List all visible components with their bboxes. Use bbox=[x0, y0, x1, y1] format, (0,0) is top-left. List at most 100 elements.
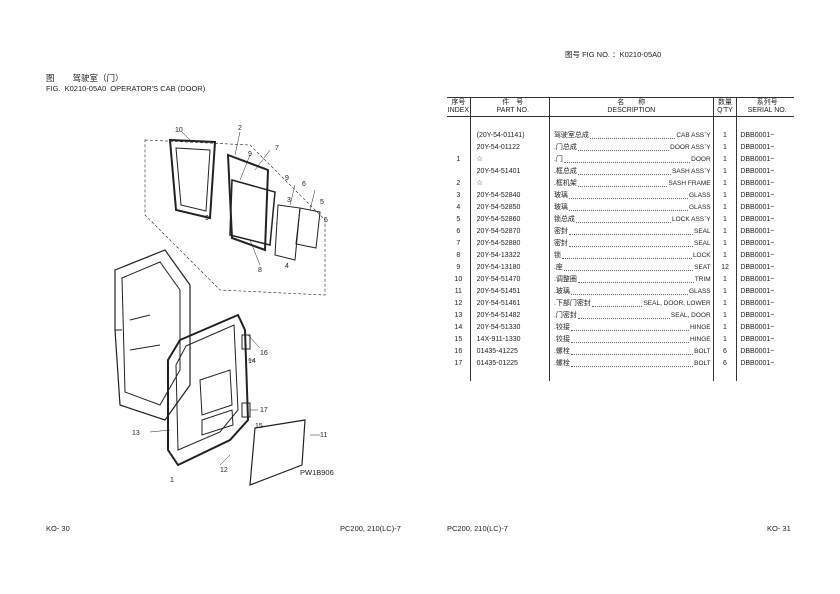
cell-qty: 6 bbox=[712, 357, 737, 369]
cell-qty: 1 bbox=[712, 321, 737, 333]
leader-dots bbox=[577, 276, 694, 283]
callout-5a: 5 bbox=[320, 199, 324, 206]
description-zh: 密封 bbox=[553, 240, 568, 247]
leader-dots bbox=[568, 192, 688, 199]
callout-4: 4 bbox=[285, 263, 289, 270]
cell-serial: DBB0001~ bbox=[736, 285, 794, 297]
leader-dots bbox=[568, 204, 688, 211]
cell-qty: 1 bbox=[712, 129, 737, 141]
callout-9c: 9 bbox=[205, 215, 209, 222]
callout-15: 15 bbox=[255, 423, 263, 430]
footer-right-model: PC200, 210(LC)-7 bbox=[447, 524, 508, 533]
cell-part-no: 20Y-54-52880 bbox=[469, 237, 550, 249]
callout-1: 1 bbox=[170, 477, 174, 484]
cell-index: 5 bbox=[456, 215, 461, 223]
leader-dots bbox=[570, 348, 694, 355]
cell-serial: DBB0001~ bbox=[736, 297, 794, 309]
cell-serial: DBB0001~ bbox=[736, 261, 794, 273]
cell-index bbox=[447, 141, 470, 153]
description-en: DOOR ASS`Y bbox=[670, 143, 711, 151]
description-en: SEAL bbox=[694, 227, 711, 235]
callout-3: 3 bbox=[287, 197, 291, 204]
figure-title-en: OPERATOR'S CAB (DOOR) bbox=[110, 84, 206, 93]
description-en: SASH FRAME bbox=[668, 179, 711, 187]
callout-6: 6 bbox=[302, 181, 306, 188]
cell-qty: 1 bbox=[712, 201, 737, 213]
cell-index: 13 bbox=[454, 311, 463, 319]
cell-index bbox=[447, 165, 470, 177]
seal-part bbox=[229, 179, 276, 246]
leader-dots bbox=[577, 144, 670, 151]
cell-serial: DBB0001~ bbox=[736, 225, 794, 237]
callout-16: 16 bbox=[260, 350, 268, 357]
leader-dots bbox=[568, 240, 694, 247]
cell-serial: DBB0001~ bbox=[736, 189, 794, 201]
description-en: SEAL, DOOR bbox=[670, 311, 711, 319]
description-zh: 密封 bbox=[553, 228, 568, 235]
cell-qty: 1 bbox=[712, 141, 737, 153]
description-en: GLASS bbox=[688, 287, 711, 295]
cell-serial: DBB0001~ bbox=[736, 237, 794, 249]
cell-qty: 1 bbox=[712, 249, 737, 261]
figure-label-zh: 图 bbox=[46, 73, 55, 83]
cell-qty: 1 bbox=[712, 225, 737, 237]
cell-part-no: 20Y-54-51451 bbox=[469, 285, 550, 297]
cell-part-no: 20Y-54-51330 bbox=[469, 321, 550, 333]
cell-description: .门总成 DOOR ASS`Y bbox=[548, 141, 714, 153]
cell-part-no: 14X-911-1330 bbox=[469, 333, 550, 345]
cell-part-no: 20Y-54-13180 bbox=[469, 261, 550, 273]
cell-index: 12 bbox=[454, 299, 463, 307]
cell-serial: DBB0001~ bbox=[736, 201, 794, 213]
cell-part-no: ☆ bbox=[469, 177, 550, 189]
callout-13: 13 bbox=[132, 430, 140, 437]
leader-dots bbox=[577, 312, 670, 319]
callout-17: 17 bbox=[260, 407, 268, 414]
description-zh: .螺栓 bbox=[553, 360, 570, 367]
cell-qty: 1 bbox=[712, 309, 737, 321]
leader-dots bbox=[577, 168, 671, 175]
description-en: HINGE bbox=[690, 335, 711, 343]
description-en: BOLT bbox=[694, 347, 711, 355]
leader-dots bbox=[570, 336, 690, 343]
spacer-row bbox=[447, 116, 794, 129]
footer-left-page-number: KO- 30 bbox=[46, 524, 70, 533]
cell-qty: 6 bbox=[712, 345, 737, 357]
trim-frame-part bbox=[168, 138, 217, 220]
cell-index: 9 bbox=[456, 263, 461, 271]
cell-qty: 1 bbox=[712, 177, 737, 189]
description-zh: .门总成 bbox=[553, 144, 577, 151]
footer-right-page-number: KO- 31 bbox=[767, 524, 791, 533]
description-zh: .门 bbox=[553, 156, 563, 163]
blank-filler-row bbox=[447, 369, 794, 381]
cell-index: 2 bbox=[456, 179, 461, 187]
cell-qty: 1 bbox=[712, 165, 737, 177]
cell-qty: 1 bbox=[712, 153, 737, 165]
cell-serial: DBB0001~ bbox=[736, 213, 794, 225]
description-zh: .调整圈 bbox=[553, 276, 577, 283]
description-en: GLASS bbox=[688, 203, 711, 211]
cell-serial: DBB0001~ bbox=[736, 129, 794, 141]
cell-serial: DBB0001~ bbox=[736, 153, 794, 165]
cell-qty: 1 bbox=[712, 237, 737, 249]
cell-serial: DBB0001~ bbox=[736, 309, 794, 321]
description-zh: 玻璃 bbox=[553, 192, 568, 199]
cell-serial: DBB0001~ bbox=[736, 141, 794, 153]
